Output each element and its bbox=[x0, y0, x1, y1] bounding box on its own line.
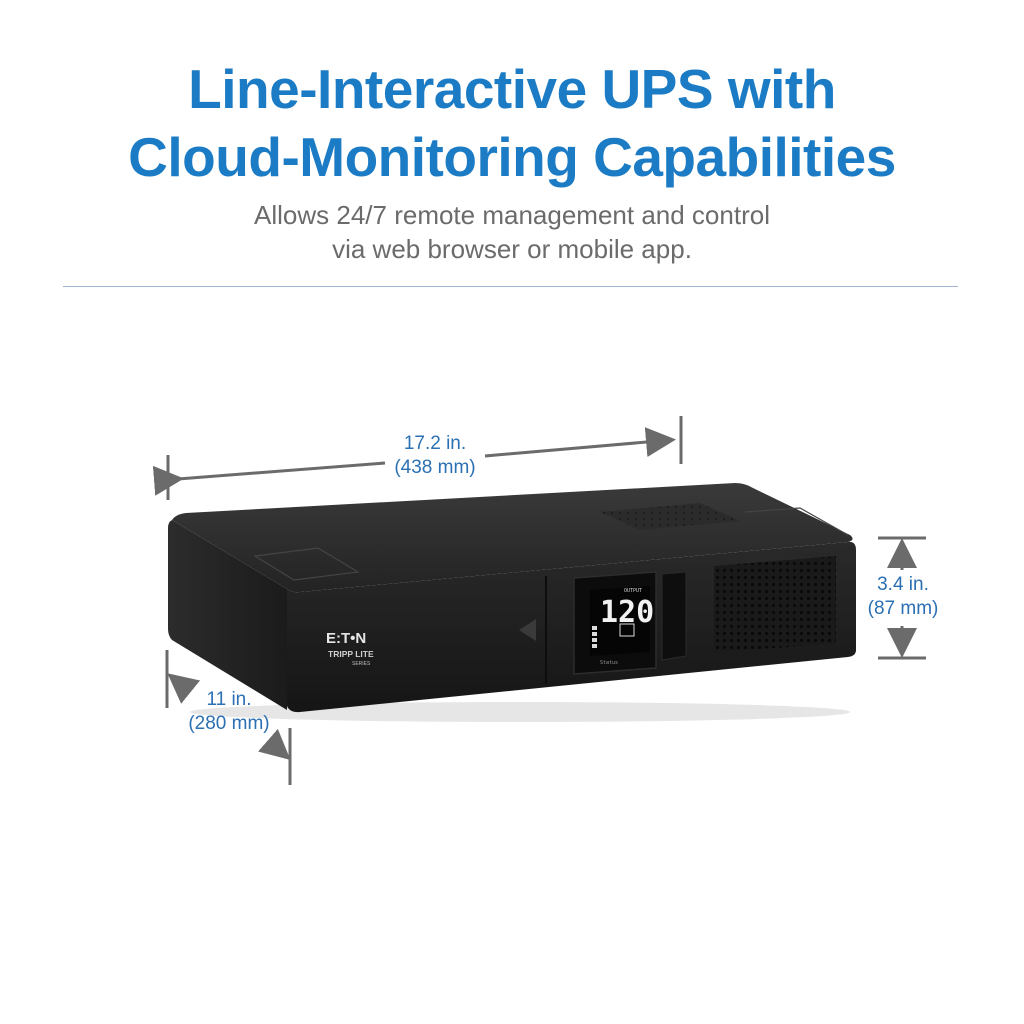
ups-front-face bbox=[287, 541, 856, 713]
width-dimension-arrow bbox=[152, 416, 683, 500]
subtitle-line-2: via web browser or mobile app. bbox=[332, 234, 692, 264]
depth-dimension-label: 11 in. (280 mm) bbox=[174, 688, 284, 736]
front-grille bbox=[714, 556, 836, 652]
top-vent bbox=[600, 503, 740, 530]
height-imperial: 3.4 in. bbox=[877, 574, 929, 595]
divider bbox=[63, 286, 958, 287]
page-title-line-1: Line-Interactive UPS with bbox=[188, 58, 836, 120]
ups-side-face bbox=[168, 520, 287, 710]
width-dimension-label: 17.2 in. (438 mm) bbox=[380, 432, 490, 480]
ups-unit: 120 OUTPUT Status E:T•N TRIPP LITE SERIE… bbox=[168, 483, 856, 722]
series-label: SERIES bbox=[352, 661, 371, 667]
lcd-label: OUTPUT bbox=[624, 588, 642, 594]
depth-metric: (280 mm) bbox=[188, 713, 270, 734]
subtitle-line-1: Allows 24/7 remote management and contro… bbox=[254, 200, 770, 230]
depth-dimension-arrow bbox=[165, 650, 292, 785]
depth-imperial: 11 in. bbox=[206, 689, 252, 710]
width-metric: (438 mm) bbox=[394, 457, 476, 478]
power-button[interactable] bbox=[661, 571, 687, 661]
lcd-value: 120 bbox=[600, 595, 654, 630]
height-dimension-arrow bbox=[878, 536, 926, 660]
height-dimension-label: 3.4 in. (87 mm) bbox=[858, 573, 948, 621]
sub-brand-logo: TRIPP LITE bbox=[328, 649, 374, 659]
brand-logo: E:T•N bbox=[326, 630, 366, 647]
bezel-arrow-icon bbox=[519, 619, 536, 641]
page-title-line-2: Cloud-Monitoring Capabilities bbox=[128, 126, 896, 188]
width-imperial: 17.2 in. bbox=[403, 433, 467, 454]
height-metric: (87 mm) bbox=[867, 598, 939, 619]
lcd-status-label: Status bbox=[600, 660, 618, 666]
